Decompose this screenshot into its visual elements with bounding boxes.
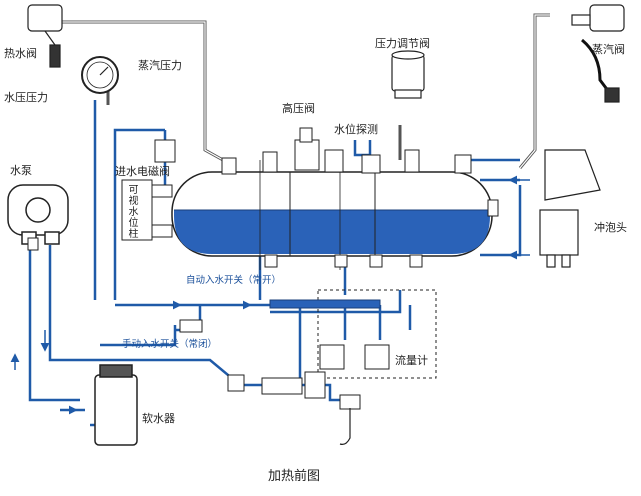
diagram-caption: 加热前图 [268, 469, 321, 484]
water-softener [94, 364, 138, 446]
hot-water-valve [27, 4, 63, 68]
inline-fittings [27, 237, 361, 410]
label-steam-pressure: 蒸汽压力 [138, 59, 182, 72]
steam-valve [571, 4, 625, 103]
label-manual-inlet-switch: 手动入水开关（常闭） [122, 339, 218, 350]
label-water-softener: 软水器 [142, 412, 175, 425]
label-water-level-probe: 水位探测 [334, 123, 378, 136]
drain-pipe [339, 408, 351, 445]
label-water-pump: 水泵 [10, 164, 32, 177]
pressure-regulator [391, 50, 425, 99]
label-auto-inlet-switch: 自动入水开关（常开） [186, 275, 282, 286]
label-high-pressure-valve: 高压阀 [282, 102, 315, 115]
label-inlet-solenoid: 进水电磁阀 [115, 165, 170, 178]
label-sight-glass: 可视水位柱 [126, 184, 137, 239]
tank-fittings [221, 127, 499, 268]
froth-head-unit [539, 149, 601, 268]
steam-lines-inner [60, 14, 550, 169]
label-pressure-regulator: 压力调节阀 [375, 37, 430, 50]
flow-arrows [10, 175, 530, 415]
flowmeter-box [269, 289, 437, 379]
label-hot-water-valve: 热水阀 [4, 47, 37, 60]
sight-glass [121, 139, 176, 241]
label-flow-meter: 流量计 [395, 354, 428, 367]
label-steam-valve: 蒸汽阀 [592, 43, 625, 56]
label-froth-head: 冲泡头 [594, 221, 627, 234]
boiler-tank [171, 160, 493, 270]
pressure-gauge [81, 56, 119, 94]
label-water-pressure: 水压压力 [4, 91, 48, 104]
water-pump [7, 184, 69, 245]
